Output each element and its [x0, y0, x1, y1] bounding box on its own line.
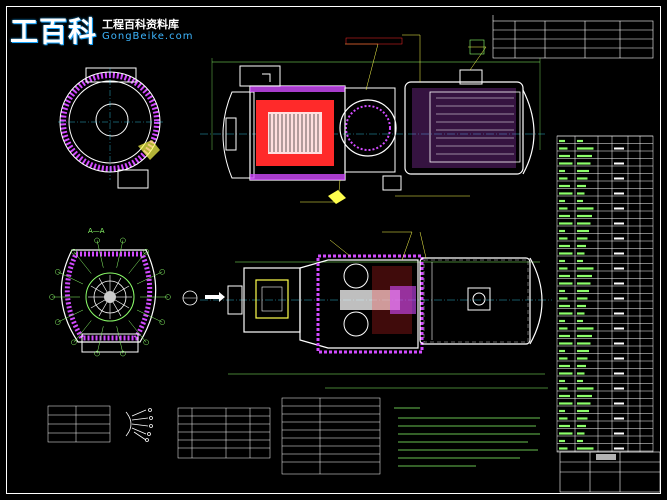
revision-table [492, 15, 654, 59]
drawing-border [6, 6, 661, 494]
main-section-view [200, 34, 545, 204]
logo-icon: 工百科 工程百科资料库 GongBeike.com [10, 10, 210, 50]
technical-data-table [281, 397, 381, 475]
section-label: A—A [88, 227, 105, 235]
section-a-a-view: A—A [49, 227, 198, 357]
technical-requirements-notes [394, 407, 540, 467]
title-block [559, 451, 661, 493]
parts-list-table [556, 135, 654, 453]
terminal-table [177, 407, 271, 459]
logo-url: GongBeike.com [102, 31, 194, 42]
logo-title: 工程百科资料库 [102, 18, 179, 31]
front-view [58, 67, 165, 189]
logo-mark: 工百科 [10, 15, 98, 48]
spec-table-left [47, 405, 111, 443]
wiring-symbol-icon [125, 408, 153, 442]
plan-view [200, 231, 552, 389]
